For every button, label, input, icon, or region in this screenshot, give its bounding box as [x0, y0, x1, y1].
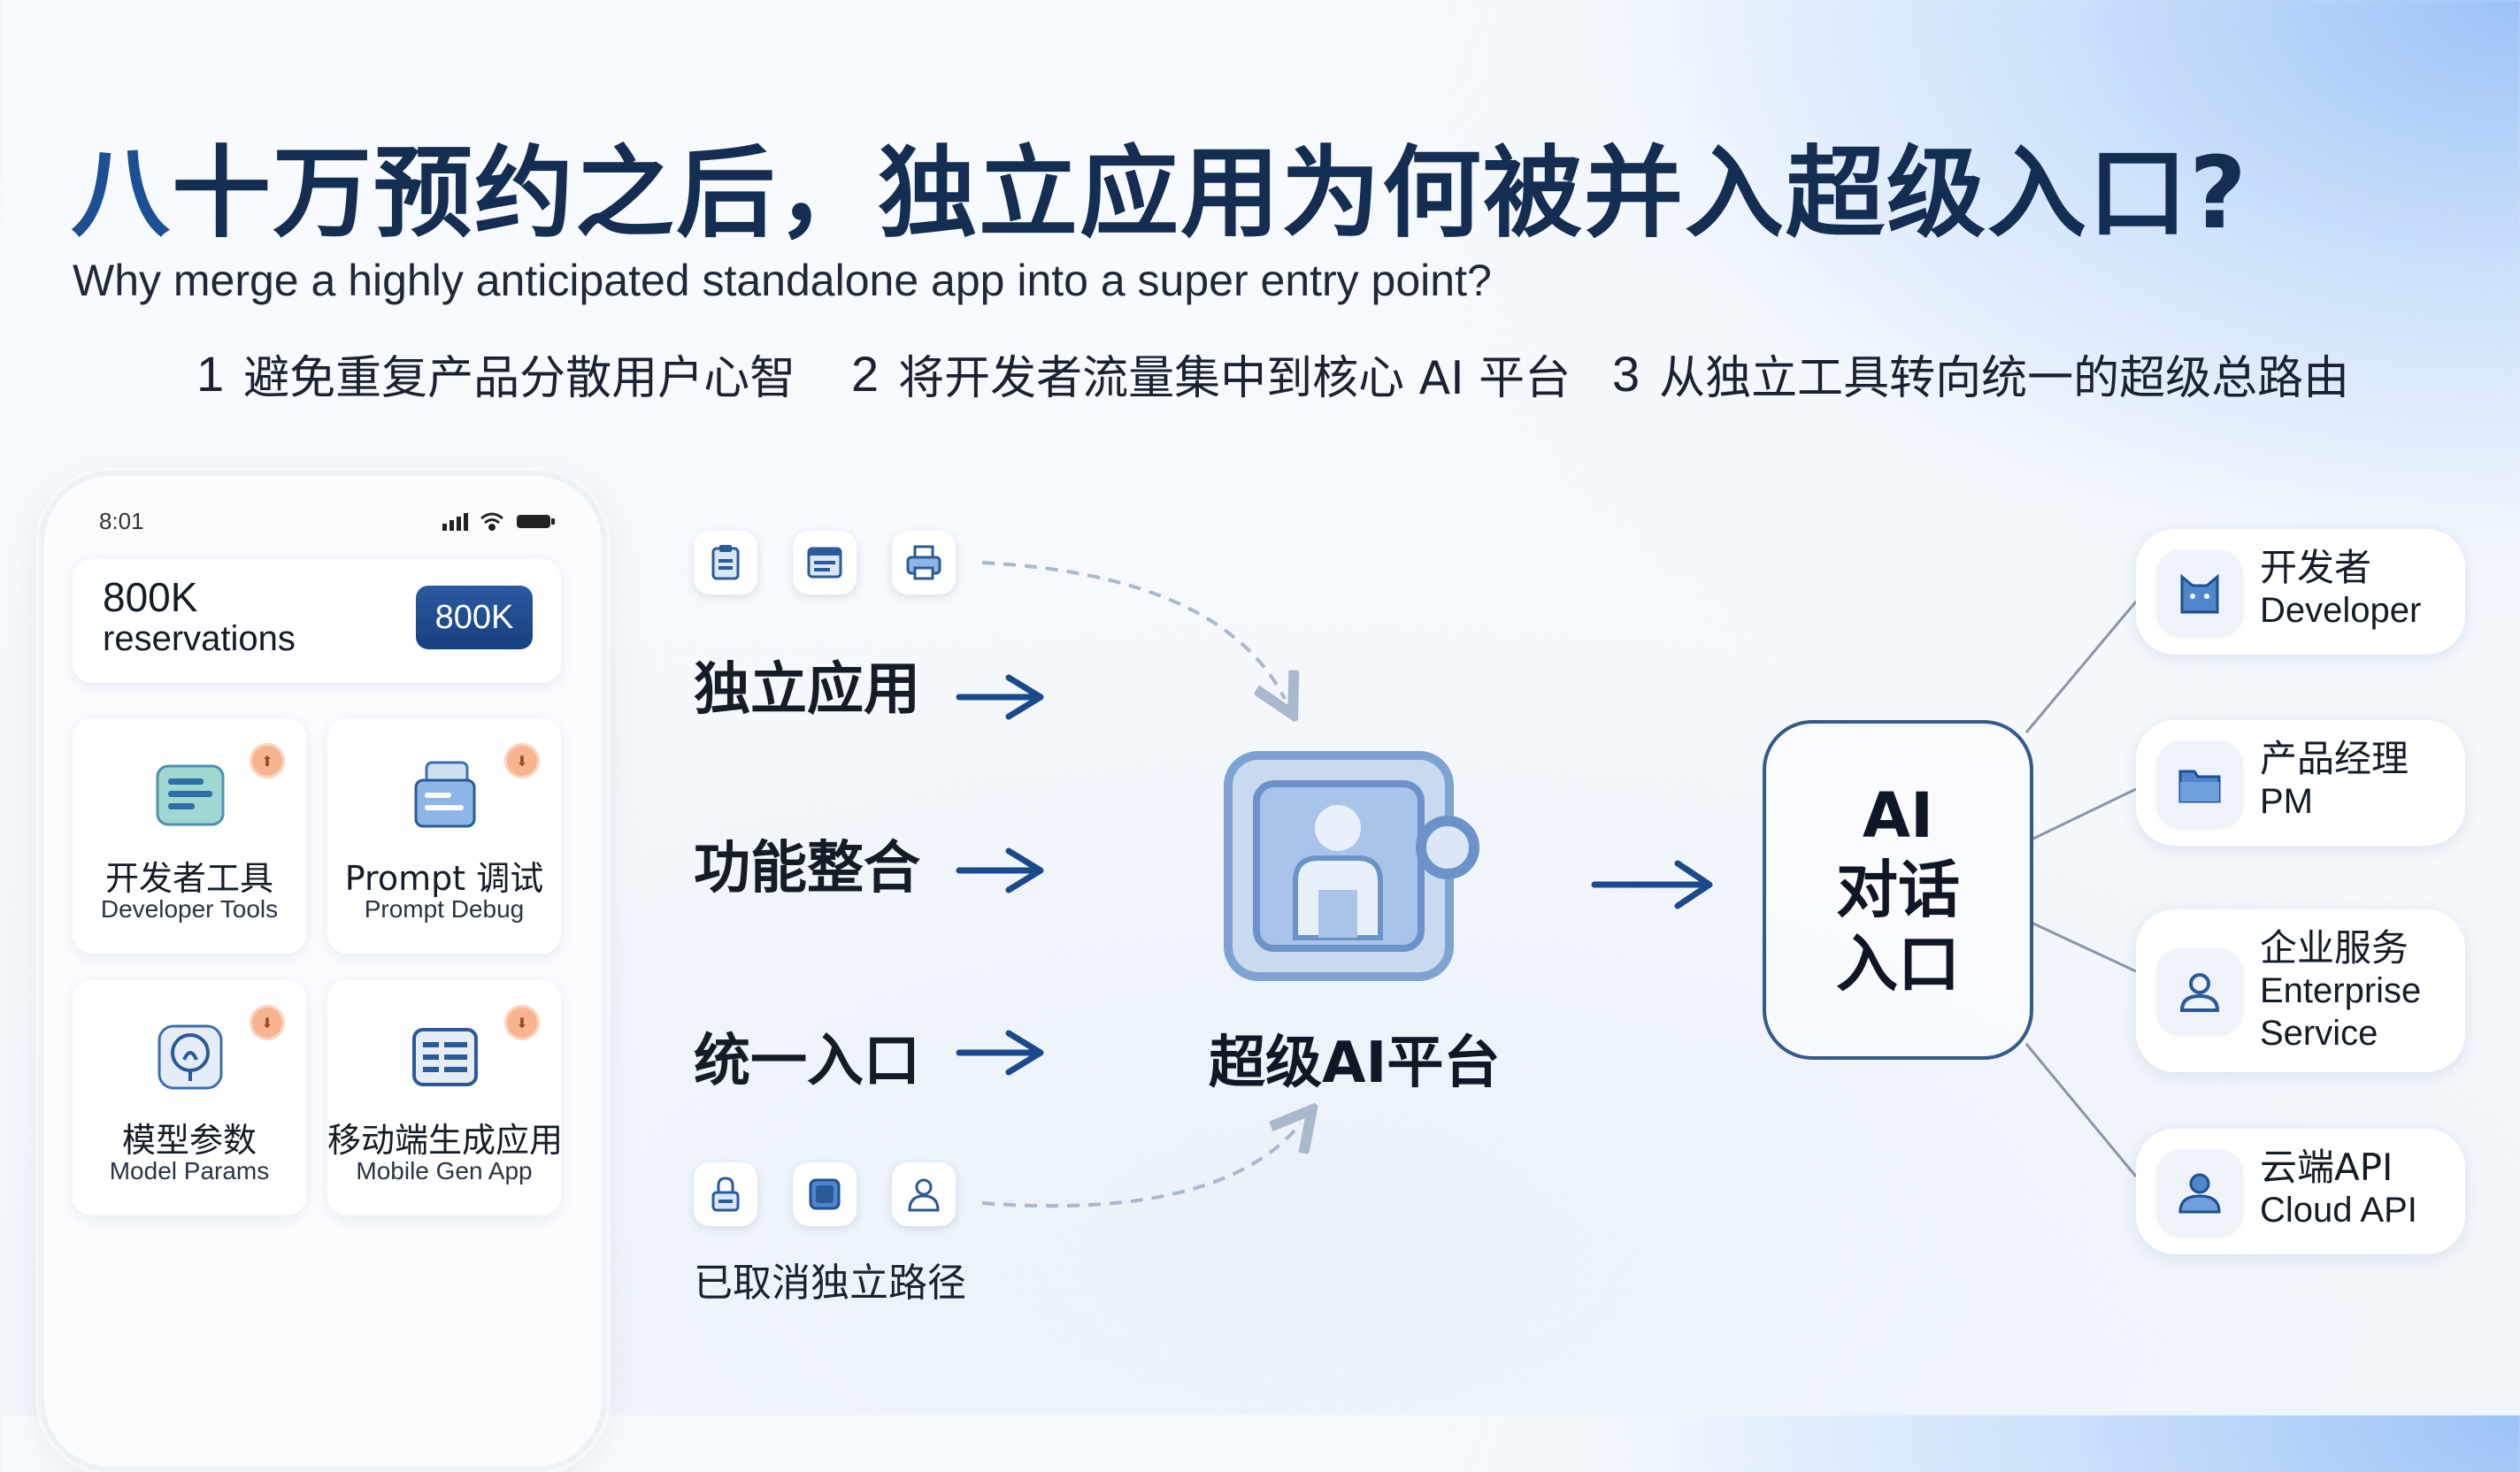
list-icon [412, 1028, 478, 1086]
branch-lines [2024, 601, 2138, 1177]
notification-dot: ⬇ [250, 1005, 285, 1040]
dashed-connector-top [981, 561, 1285, 699]
cat-icon [2157, 550, 2242, 635]
page-subtitle: Why merge a highly anticipated standalon… [73, 256, 1492, 305]
notification-dot: ⬇ [504, 743, 540, 778]
tile-model-params[interactable]: ⬇ 模型参数 Model Params [73, 980, 306, 1215]
flow-connectors [956, 561, 2138, 1208]
arrow-to-ai-entry [1591, 860, 1713, 909]
brain-icon [158, 1024, 223, 1090]
cloud-user-icon [2157, 1150, 2242, 1235]
status-time: 8:01 [99, 508, 144, 534]
lock-icon [694, 1162, 757, 1226]
platform-label: 超级AI平台 [1209, 1031, 1501, 1096]
person-icon [2157, 948, 2242, 1033]
ai-entry-box[interactable]: AI 对话 入口 [1763, 720, 2033, 1060]
title-rest: 十万预约之后，独立应用为何被并入超级入口? [172, 136, 2248, 251]
tile-mobile-gen-app[interactable]: ⬇ 移动端生成应用 Mobile Gen App [327, 980, 563, 1215]
folder-icon [2157, 741, 2242, 826]
page-title: 八十万预约之后，独立应用为何被并入超级入口? [71, 113, 2248, 257]
reservation-number: 800K [103, 574, 198, 620]
flow-label-integration: 功能整合 [694, 836, 920, 901]
wifi-icon [480, 512, 503, 531]
document-icon [156, 764, 225, 826]
platform-icon [1224, 751, 1479, 981]
flow-label-unified: 统一入口 [694, 1029, 920, 1094]
clipboard-icon [694, 531, 757, 594]
battery-icon [517, 515, 555, 528]
window-icon [793, 531, 857, 594]
chip-icon [793, 1162, 857, 1226]
tile-developer-tools[interactable]: ⬆ 开发者工具 Developer Tools [73, 718, 306, 954]
notification-dot: ⬇ [504, 1005, 540, 1040]
arrow-integration [956, 847, 1044, 893]
notification-dot: ⬆ [250, 743, 285, 778]
cancelled-path-label: 已取消独立路径 [694, 1261, 966, 1306]
reservation-label: reservations [103, 619, 296, 658]
user-icon [892, 1162, 956, 1226]
signal-icon [442, 513, 468, 531]
dashed-connector-bottom [981, 1123, 1301, 1208]
status-icons [442, 512, 555, 531]
arrow-unified [956, 1030, 1044, 1076]
title-first-char: 八 [71, 136, 172, 251]
tile-prompt-debug[interactable]: ⬇ Prompt 调试 Prompt Debug [327, 718, 561, 954]
files-icon [414, 761, 476, 828]
arrow-standalone [956, 674, 1044, 720]
printer-icon [892, 531, 956, 594]
reservation-badge[interactable]: 800K [416, 586, 533, 649]
flow-label-standalone: 独立应用 [694, 657, 920, 723]
